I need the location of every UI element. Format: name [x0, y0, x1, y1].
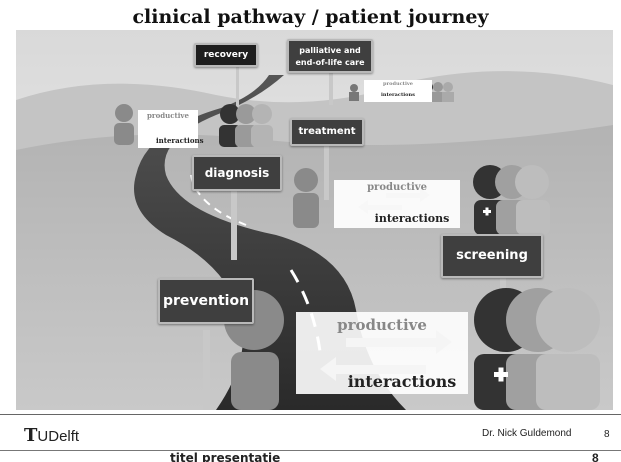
sign-label: screening: [456, 248, 528, 263]
sign-diagnosis: diagnosis: [192, 155, 282, 191]
interactions-box: productive interactions: [334, 180, 460, 228]
footer-page-number: 8: [604, 429, 610, 440]
sign-post: [236, 65, 239, 115]
bottom-page-number: 8: [592, 451, 599, 462]
sign-post: [324, 140, 329, 200]
sign-label: prevention: [162, 293, 250, 309]
tudelft-logo: TUDelft: [24, 425, 79, 446]
sign-label: end-of-life care: [295, 58, 365, 67]
box-label-productive: productive: [367, 182, 427, 193]
sign-palliative: palliative and end-of-life care: [287, 39, 373, 73]
slide-title: clinical pathway / patient journey: [132, 6, 489, 28]
people-group-medium: [293, 165, 550, 235]
box-label-interactions: interactions: [156, 136, 204, 145]
presentation-title: titel presentatie: [170, 451, 281, 462]
box-label-productive: productive: [147, 111, 189, 120]
tudelft-logo-text: UDelft: [37, 428, 80, 445]
sign-post: [329, 70, 333, 105]
sign-post: [231, 190, 237, 260]
people-group-small-2: [114, 104, 273, 147]
sign-post: [203, 330, 210, 410]
footer-author: Dr. Nick Guldemond: [482, 428, 572, 439]
sign-label: palliative and: [299, 46, 361, 55]
box-label-interactions: interactions: [347, 372, 457, 391]
people-group-large: [224, 288, 600, 410]
tudelft-logo-mark: T: [24, 425, 38, 446]
sign-label: diagnosis: [204, 166, 270, 180]
sign-recovery: recovery: [194, 43, 258, 67]
sign-label: treatment: [298, 126, 356, 137]
box-label-interactions: interactions: [381, 92, 415, 98]
box-label-productive: productive: [337, 316, 427, 334]
interactions-box: productive interactions: [138, 110, 204, 148]
interactions-box: productive interactions: [364, 80, 432, 102]
interactions-box: productive interactions: [296, 312, 468, 394]
sign-label: recovery: [203, 50, 249, 60]
footer-divider: [0, 414, 621, 415]
sign-prevention: prevention: [158, 278, 254, 324]
sign-screening: screening: [441, 234, 543, 278]
bottom-strip: titel presentatie 8: [0, 450, 621, 462]
illustration: recovery palliative and end-of-life care…: [16, 30, 613, 410]
box-label-productive: productive: [383, 81, 413, 87]
sign-treatment: treatment: [290, 118, 364, 146]
box-label-interactions: interactions: [374, 212, 450, 225]
